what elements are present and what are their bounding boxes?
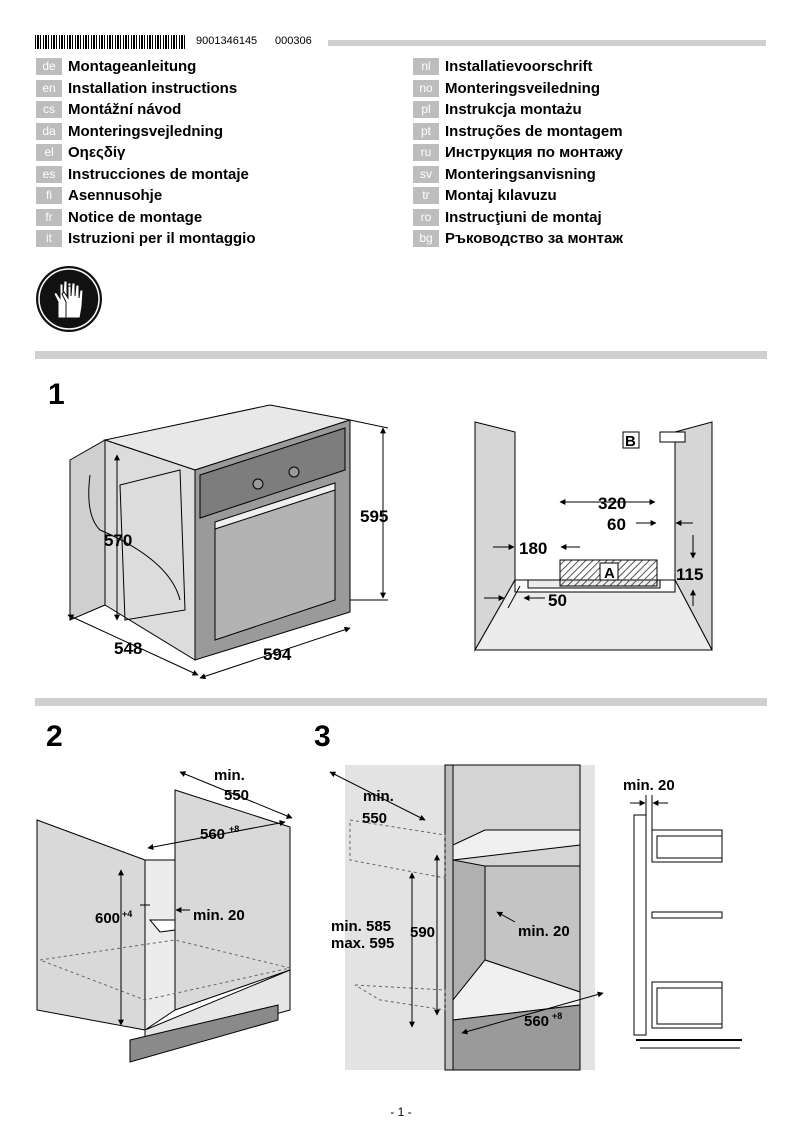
side-view-drawing [633, 814, 742, 1049]
base-cabinet-drawing [36, 789, 291, 1063]
section-divider [35, 351, 767, 359]
s3-max595: max. 595 [331, 935, 394, 952]
niche-dim-115: 115 [676, 565, 703, 584]
niche-dim-60: 60 [607, 515, 626, 534]
oven-inner-height-label: 570 [104, 531, 132, 550]
gloves-icon [36, 266, 102, 332]
s2-width-tol: +8 [229, 824, 239, 834]
niche-drawing [474, 421, 713, 652]
s3-min20: min. 20 [518, 923, 570, 940]
s3-min550-a: min. [363, 788, 394, 805]
s2-height: 600 [95, 910, 120, 927]
niche-area-a: A [604, 565, 615, 582]
s2-min550-b: 550 [224, 787, 249, 804]
doc-date: 000306 [275, 35, 312, 47]
s3-width: 560 [524, 1013, 549, 1030]
oven-height-label: 595 [360, 507, 388, 526]
bracket-b-label: B [625, 433, 636, 450]
s3-width-tol: +8 [552, 1011, 562, 1021]
bracket-b [659, 431, 686, 443]
s2-height-tol: +4 [122, 909, 132, 919]
niche-dim-50: 50 [548, 591, 567, 610]
oven-drawing [69, 404, 351, 661]
s2-width: 560 [200, 826, 225, 843]
section-number-3: 3 [314, 720, 331, 753]
niche-dim-320: 320 [598, 494, 626, 513]
header-divider [328, 40, 766, 46]
s3-min585: min. 585 [331, 918, 391, 935]
page-number: - 1 - [390, 1105, 412, 1119]
doc-number: 9001346145 [196, 35, 258, 47]
oven-width-label: 594 [263, 645, 292, 664]
section-number-2: 2 [46, 720, 63, 753]
barcode [35, 35, 185, 49]
s3-min550-b: 550 [362, 810, 387, 827]
s2-min550-a: min. [214, 767, 245, 784]
section-number-1: 1 [48, 378, 65, 411]
side-min20: min. 20 [623, 777, 675, 794]
niche-dim-180: 180 [519, 539, 547, 558]
s3-h590: 590 [410, 924, 435, 941]
oven-depth-label: 548 [114, 639, 142, 658]
s2-min20: min. 20 [193, 907, 245, 924]
section-divider [35, 698, 767, 706]
